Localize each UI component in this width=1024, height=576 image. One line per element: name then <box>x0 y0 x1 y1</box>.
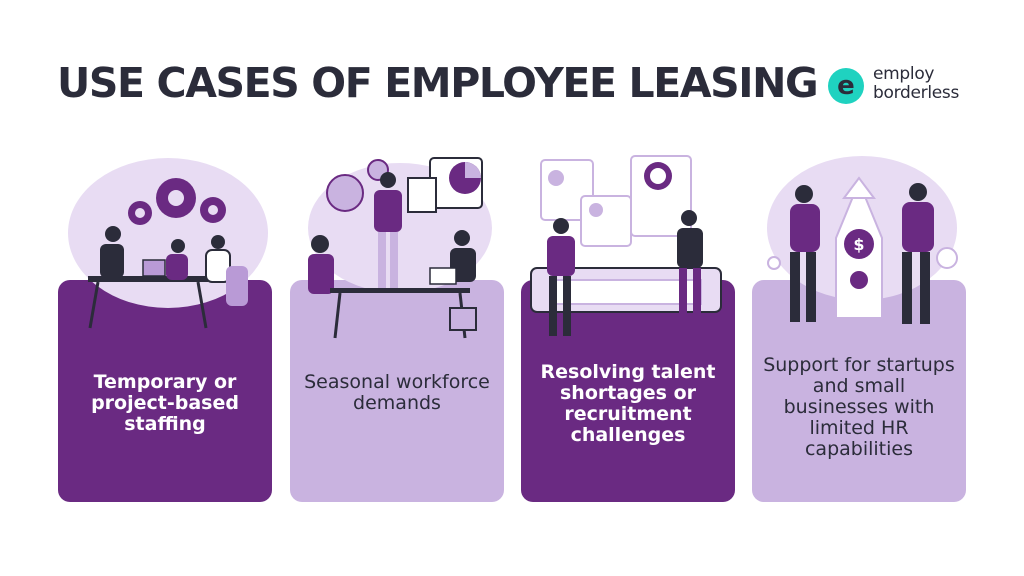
brand-mark-icon: e <box>828 68 864 104</box>
candidate-review-illustration <box>521 148 735 348</box>
office-presentation-illustration <box>290 148 504 348</box>
svg-text:$: $ <box>853 235 864 254</box>
card-text: Seasonal workforce demands <box>304 371 490 414</box>
startup-rocket-illustration: $ <box>752 148 966 348</box>
team-meeting-gears-illustration <box>58 148 272 348</box>
header: USE CASES OF EMPLOYEE LEASING e employ b… <box>0 0 1024 130</box>
card-text: Temporary or project-based staffing <box>91 371 239 435</box>
card-text: Support for startups and small businesse… <box>763 354 955 460</box>
card-text: Resolving talent shortages or recruitmen… <box>540 361 716 446</box>
brand-name: employ borderless <box>873 65 983 103</box>
brand-name-line1: employ <box>873 64 935 84</box>
use-case-card-1: Temporary or project-based staffing <box>58 280 272 502</box>
page-title: USE CASES OF EMPLOYEE LEASING <box>57 59 819 107</box>
brand-name-line2: borderless <box>873 83 960 103</box>
brand-logo: e employ borderless <box>828 62 978 112</box>
